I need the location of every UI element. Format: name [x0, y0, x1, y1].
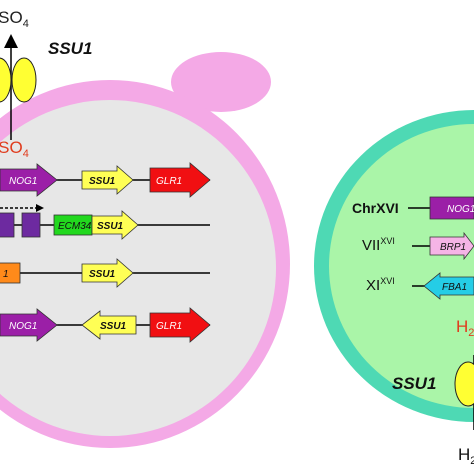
ssu1-gene-label: SSU1 [89, 269, 116, 280]
ssu1-label-left: SSU1 [48, 39, 92, 58]
left-row-1: NOG1 SSU1 GLR1 [0, 162, 211, 198]
purple-block-a [0, 212, 15, 238]
brp1-label: BRP1 [440, 242, 466, 253]
ssu1-gene-label: SSU1 [97, 221, 124, 232]
left-row-3: 1 SSU1 [0, 258, 210, 288]
chrxvi-label: ChrXVI [352, 200, 399, 216]
transport-arrow-head [4, 34, 18, 48]
xi-xvi-label: XIXVI [366, 276, 395, 294]
so4-bottom-label: 2SO4 [0, 138, 29, 160]
ssu1-gene-label: SSU1 [100, 321, 127, 332]
right-cell-cytoplasm [329, 124, 474, 408]
ssu1-transporter-right [454, 361, 474, 407]
ssu1-arrow [81, 258, 134, 288]
fba1-reverse-arrow [423, 272, 474, 300]
vii-xvi-label: VIIXVI [362, 236, 395, 254]
h2-bottom-label: H2 [458, 445, 474, 467]
ssu1-reverse-arrow [81, 310, 137, 340]
ecm34-label: ECM34 [58, 221, 92, 232]
nog1-arrow [0, 163, 58, 197]
left-row-4: NOG1 SSU1 GLR1 [0, 307, 211, 343]
so4-top-label: 2SO4 [0, 8, 29, 30]
left-bud [171, 52, 271, 112]
ssu1-arrow [81, 165, 134, 195]
orange-gene-label: 1 [3, 269, 9, 280]
ssu1-transporter-left-b [11, 57, 37, 103]
ssu1-label-right: SSU1 [392, 374, 436, 393]
nog1-label-right: NOG1 [447, 204, 474, 215]
glr1-label: GLR1 [156, 321, 182, 332]
nog1-label: NOG1 [9, 321, 37, 332]
left-cell-cytoplasm [0, 100, 276, 436]
nog1-label: NOG1 [9, 176, 37, 187]
right-cell: ChrXVI NOG1 VIIXVI BRP1 XIXVI FBA1 H2 SS… [314, 110, 474, 467]
dotted-arrow-head [36, 204, 44, 212]
ssu1-transporter-left-a [0, 57, 12, 103]
glr1-arrow [149, 307, 211, 343]
brp1-arrow [429, 231, 474, 261]
left-cell: SSU1 2SO4 2SO4 NOG1 SSU1 GLR1 ECM34 [0, 8, 290, 448]
purple-block-b [21, 212, 41, 238]
h2-mid-label: H2 [456, 317, 474, 339]
ssu1-arrow [91, 210, 139, 240]
left-row-2: ECM34 SSU1 [0, 204, 210, 240]
ssu1-gene-label: SSU1 [89, 176, 116, 187]
nog1-arrow-right [429, 196, 474, 220]
fba1-label: FBA1 [442, 282, 467, 293]
orange-gene-box [0, 262, 21, 284]
glr1-arrow [149, 162, 211, 198]
nog1-arrow [0, 308, 58, 342]
glr1-label: GLR1 [156, 176, 182, 187]
